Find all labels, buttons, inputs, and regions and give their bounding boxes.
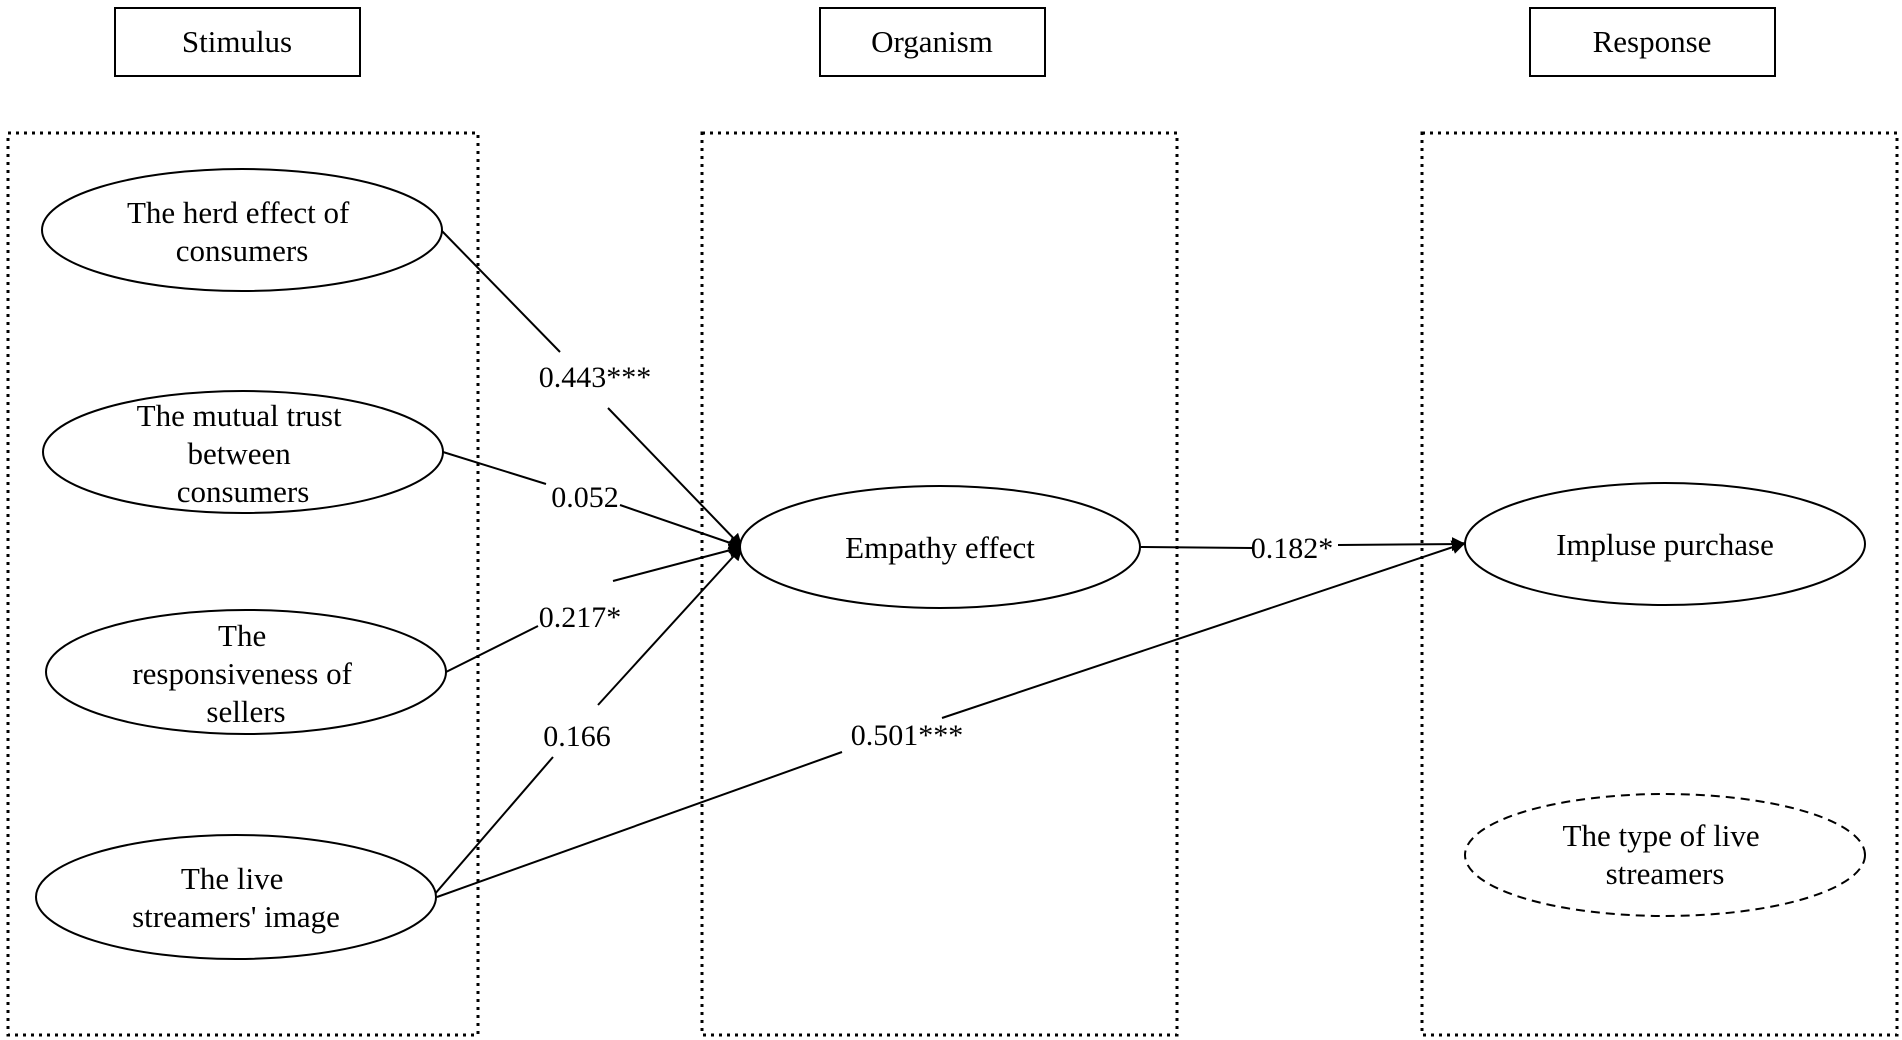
svg-text:The type of live streame: The type of live streamers [1563,818,1768,891]
stimulus-header-label: Stimulus [182,24,292,59]
node-streamer-image-line-2: streamers' image [132,899,340,934]
edge-image-to-empathy: 0.166 [433,546,743,896]
edge-responsiveness-to-empathy: 0.217* [445,543,743,673]
node-impulse-purchase-label: Impluse purchase [1556,527,1774,562]
response-header-label: Response [1593,24,1712,59]
organism-header-label: Organism [871,24,993,59]
node-mutual-trust-line-3: consumers [177,474,310,509]
svg-text:The mutual trust between: The mutual trust between consumers [137,398,350,509]
edge-label-responsiveness: 0.217* [539,601,622,634]
edge-label-empathy-impulse: 0.182* [1251,532,1334,565]
edge-label-image-impulse: 0.501*** [851,719,964,752]
node-responsiveness: The responsiveness of sellers [45,609,447,735]
node-streamer-image: The live streamers' image [35,834,437,960]
edge-trust-to-empathy: 0.052 [442,451,743,550]
node-mutual-trust-line-2: between [187,436,291,471]
node-responsiveness-line-3: sellers [206,694,285,729]
node-mutual-trust: The mutual trust between consumers [42,390,444,514]
svg-text:The herd effect of consu: The herd effect of consumers [127,195,357,268]
edge-label-image-empathy: 0.166 [543,720,611,753]
node-mutual-trust-line-1: The mutual trust [137,398,342,433]
organism-header: Organism [819,7,1046,77]
edge-image-to-impulse: 0.501*** [436,540,1466,898]
edge-label-herd: 0.443*** [539,361,652,394]
node-responsiveness-line-1: The [218,618,266,653]
node-responsiveness-line-2: responsiveness of [132,656,352,691]
node-streamer-image-line-1: The live [181,861,283,896]
node-streamer-type: The type of live streamers [1464,793,1866,917]
node-empathy-effect: Empathy effect [739,485,1141,609]
node-empathy-effect-label: Empathy effect [845,530,1035,565]
node-herd-effect-line-1: The herd effect of [127,195,350,230]
node-herd-effect: The herd effect of consumers [41,168,443,292]
edge-herd-to-empathy: 0.443*** [440,229,743,548]
edge-label-trust: 0.052 [551,481,619,514]
stimulus-header: Stimulus [114,7,361,77]
response-header: Response [1529,7,1776,77]
svg-text:The responsiveness of: The responsiveness of sellers [132,618,359,729]
edge-empathy-to-impulse: 0.182* [1140,532,1466,565]
node-impulse-purchase: Impluse purchase [1464,482,1866,606]
node-streamer-type-line-1: The type of live [1563,818,1760,853]
node-herd-effect-line-2: consumers [176,233,309,268]
stimulus-container [6,131,480,1037]
node-streamer-type-line-2: streamers [1606,856,1725,891]
svg-text:The live streamers' imag: The live streamers' image [132,861,340,934]
